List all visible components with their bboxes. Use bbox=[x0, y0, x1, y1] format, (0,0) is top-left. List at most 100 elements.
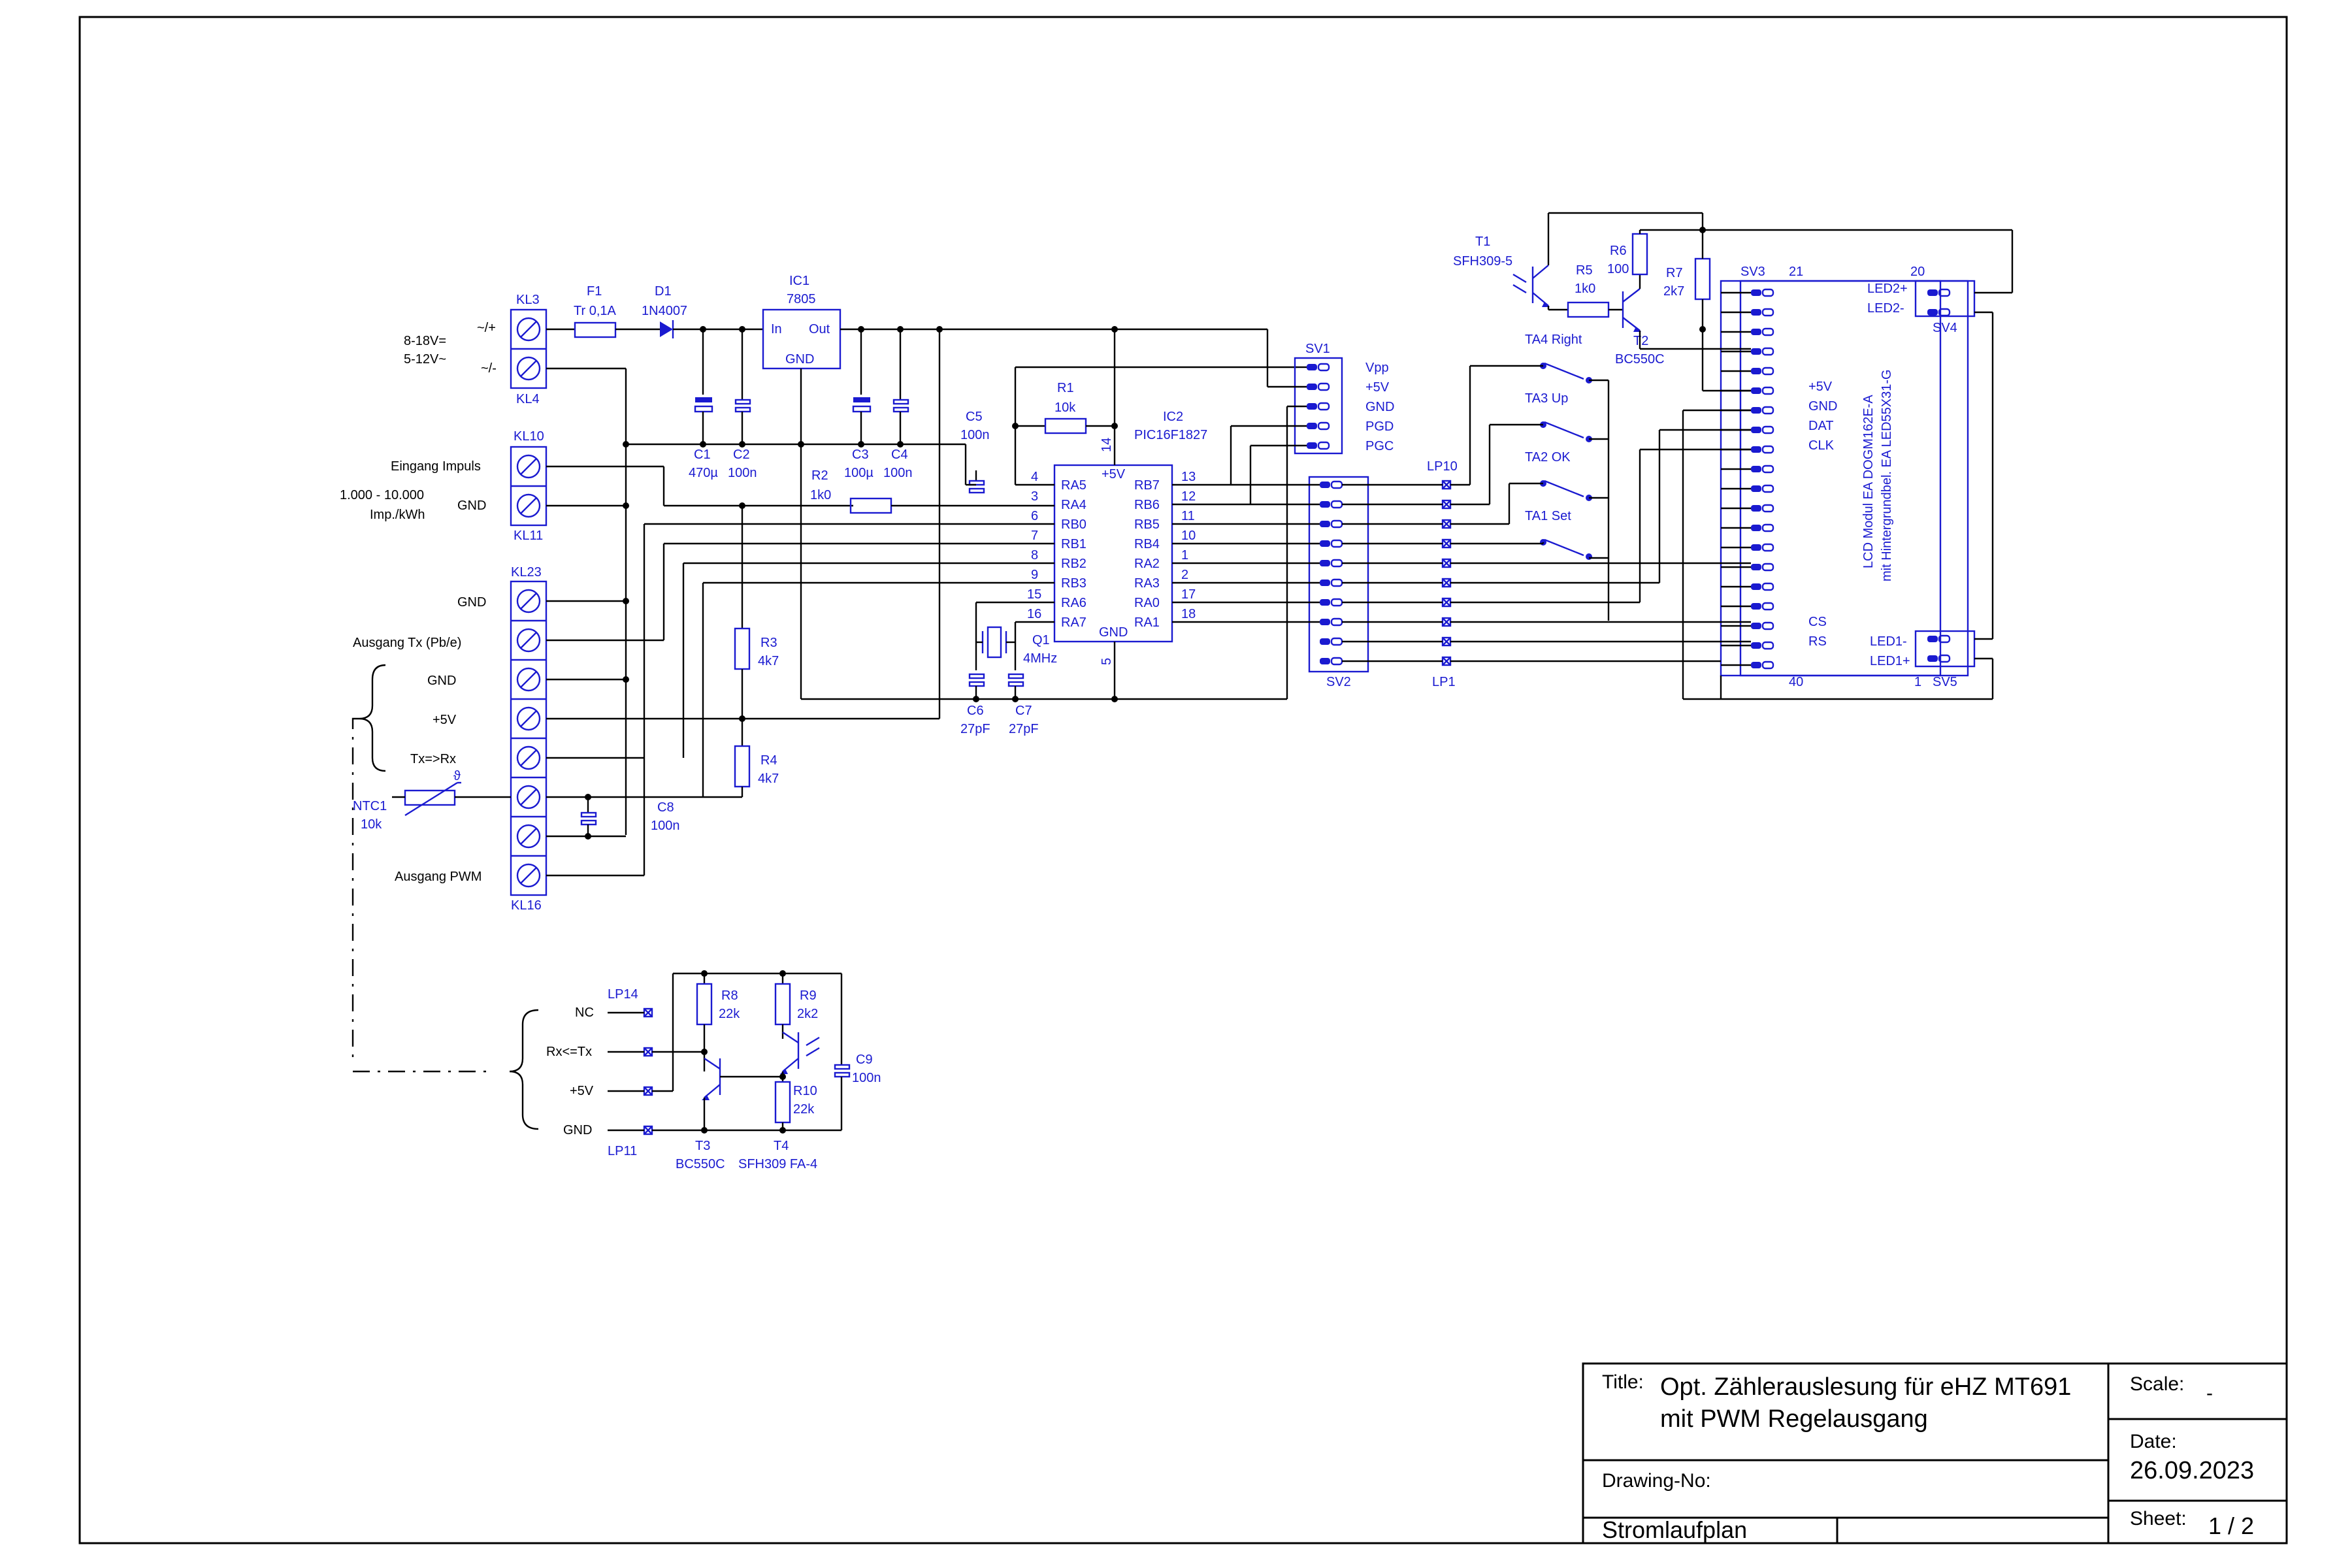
sv3-pin-b bbox=[1761, 288, 1774, 297]
r1-label: R1 bbox=[1057, 381, 1074, 395]
mcu-pin-rb3: RB3 bbox=[1061, 576, 1086, 591]
sv3-pin bbox=[1751, 505, 1761, 512]
sv3-pin bbox=[1751, 387, 1761, 394]
title-block: Title: Opt. Zählerauslesung für eHZ MT69… bbox=[1582, 1362, 2288, 1544]
c6-label: C6 bbox=[967, 704, 984, 718]
t2-value: BC550C bbox=[1615, 352, 1665, 367]
c5-value: 100n bbox=[960, 428, 990, 442]
lcd-rs: RS bbox=[1808, 634, 1827, 649]
mcu-pin-3-number: 3 bbox=[1031, 489, 1038, 504]
sv3-pin bbox=[1751, 427, 1761, 433]
sheet-value: 1 / 2 bbox=[2208, 1512, 2254, 1539]
sv1-pin-label-3: PGD bbox=[1365, 419, 1394, 434]
sv1-pin-label-2: GND bbox=[1365, 400, 1394, 414]
lp11-label: LP11 bbox=[608, 1144, 637, 1158]
lcd-module-text-1: LCD Modul EA DOGM162E-A bbox=[1861, 395, 1876, 568]
sv3-pins bbox=[1751, 288, 1774, 670]
c7-value: 27pF bbox=[1009, 722, 1039, 736]
sv2-pin bbox=[1320, 599, 1330, 606]
c2-label: C2 bbox=[733, 448, 750, 462]
sv2-pin-b bbox=[1330, 519, 1343, 529]
mcu-pin-ra6: RA6 bbox=[1061, 596, 1086, 610]
mcu-pin-1-number: 1 bbox=[1181, 548, 1188, 563]
drawing-type: Stromlaufplan bbox=[1602, 1516, 1747, 1543]
sv1-pin bbox=[1307, 423, 1317, 429]
c1-label: C1 bbox=[694, 448, 711, 462]
sv3-pin-b bbox=[1761, 602, 1774, 611]
mcu-pin-12-number: 12 bbox=[1181, 489, 1196, 504]
microcontroller-section: IC2 PIC16F1827 +5V GND 14 5 4RA53RA46RB0… bbox=[643, 326, 1298, 875]
c4-value: 100n bbox=[883, 466, 913, 480]
sv2-pin bbox=[1320, 638, 1330, 645]
kl11-label: KL11 bbox=[514, 529, 543, 543]
sv1-pin-b bbox=[1317, 363, 1330, 372]
sv4-label: SV4 bbox=[1933, 321, 1957, 335]
q1-value: 4MHz bbox=[1023, 651, 1057, 666]
sv3-pin bbox=[1751, 642, 1761, 649]
r4-value: 4k7 bbox=[758, 772, 779, 786]
sv1-pin-label-1: +5V bbox=[1365, 380, 1390, 395]
mcu-pin-rb6: RB6 bbox=[1134, 498, 1160, 512]
kl4-label: KL4 bbox=[516, 392, 540, 406]
mcu-pin-ra3: RA3 bbox=[1134, 576, 1160, 591]
ic1-label: IC1 bbox=[789, 274, 809, 288]
sv2-pin bbox=[1320, 560, 1330, 566]
mcu-pin-9-number: 9 bbox=[1031, 568, 1038, 582]
sv3-pin-b bbox=[1761, 347, 1774, 356]
q1-label: Q1 bbox=[1032, 633, 1050, 647]
r4-label: R4 bbox=[760, 753, 777, 768]
kl3-label: KL3 bbox=[516, 293, 540, 307]
lcd-plus5: +5V bbox=[1808, 380, 1833, 394]
ausgang-pwm: Ausgang PWM bbox=[395, 870, 482, 884]
sv3-pin-b bbox=[1761, 367, 1774, 376]
sv2-pin bbox=[1320, 658, 1330, 664]
sv2-pin-b bbox=[1330, 617, 1343, 627]
lcd-led2m: LED2- bbox=[1867, 301, 1904, 316]
d1-value: 1N4007 bbox=[642, 304, 687, 318]
d1-label: D1 bbox=[655, 284, 672, 299]
sv3-pin-b bbox=[1761, 484, 1774, 493]
sv3-pin bbox=[1751, 446, 1761, 453]
sv4-sv5-pin-b bbox=[1938, 634, 1951, 644]
pin20-label: 20 bbox=[1910, 265, 1925, 279]
ntc-value: 10k bbox=[361, 817, 382, 832]
title-line-1: Opt. Zählerauslesung für eHZ MT691 bbox=[1660, 1373, 2071, 1401]
sv2-label: SV2 bbox=[1326, 675, 1351, 689]
sv3-pin-b bbox=[1761, 465, 1774, 474]
mcu-pin-ra5: RA5 bbox=[1061, 478, 1086, 493]
sv3-pin-b bbox=[1761, 661, 1774, 670]
sv3-pin-b bbox=[1761, 504, 1774, 513]
sv2-pin-b bbox=[1330, 598, 1343, 607]
sv3-pin bbox=[1751, 368, 1761, 374]
ic2-value: PIC16F1827 bbox=[1134, 428, 1207, 442]
sv4-sv5-pins bbox=[1927, 288, 1951, 663]
mcu-pin-17-number: 17 bbox=[1181, 587, 1196, 602]
mcu-pin-rb4: RB4 bbox=[1134, 537, 1160, 551]
sv3-pin-b bbox=[1761, 406, 1774, 415]
mcu-pin-ra7: RA7 bbox=[1061, 615, 1086, 630]
kl23-label: KL23 bbox=[511, 565, 542, 580]
mcu-pin-2-number: 2 bbox=[1181, 568, 1188, 582]
lcd-led1m: LED1- bbox=[1870, 634, 1907, 649]
r9-label: R9 bbox=[800, 988, 817, 1003]
mcu-pin-ra4: RA4 bbox=[1061, 498, 1086, 512]
sv3-pin-b bbox=[1761, 425, 1774, 434]
mcu-pin-rb2: RB2 bbox=[1061, 557, 1086, 571]
t3-label: T3 bbox=[695, 1139, 710, 1153]
sv3-pin bbox=[1751, 544, 1761, 551]
button-1-lever bbox=[1544, 421, 1584, 439]
sv5-label: SV5 bbox=[1933, 675, 1957, 689]
lcd-led2p: LED2+ bbox=[1867, 282, 1908, 296]
kl16-label: KL16 bbox=[511, 898, 542, 913]
range-line-1: 1.000 - 10.000 bbox=[340, 488, 424, 502]
mcu-pin-rb0: RB0 bbox=[1061, 517, 1086, 532]
lcd-module: SV3 21 20 40 1 +5V GND DAT CLK CS RS LED… bbox=[1720, 265, 2012, 700]
vdd-label: +5V bbox=[1102, 467, 1126, 482]
r7-value: 2k7 bbox=[1663, 284, 1684, 299]
drawing-frame bbox=[78, 16, 2288, 1544]
sv1-pin-label-0: Vpp bbox=[1365, 361, 1389, 375]
date-label: Date: bbox=[2130, 1431, 2177, 1452]
sv4-sv5-pin bbox=[1927, 636, 1938, 642]
